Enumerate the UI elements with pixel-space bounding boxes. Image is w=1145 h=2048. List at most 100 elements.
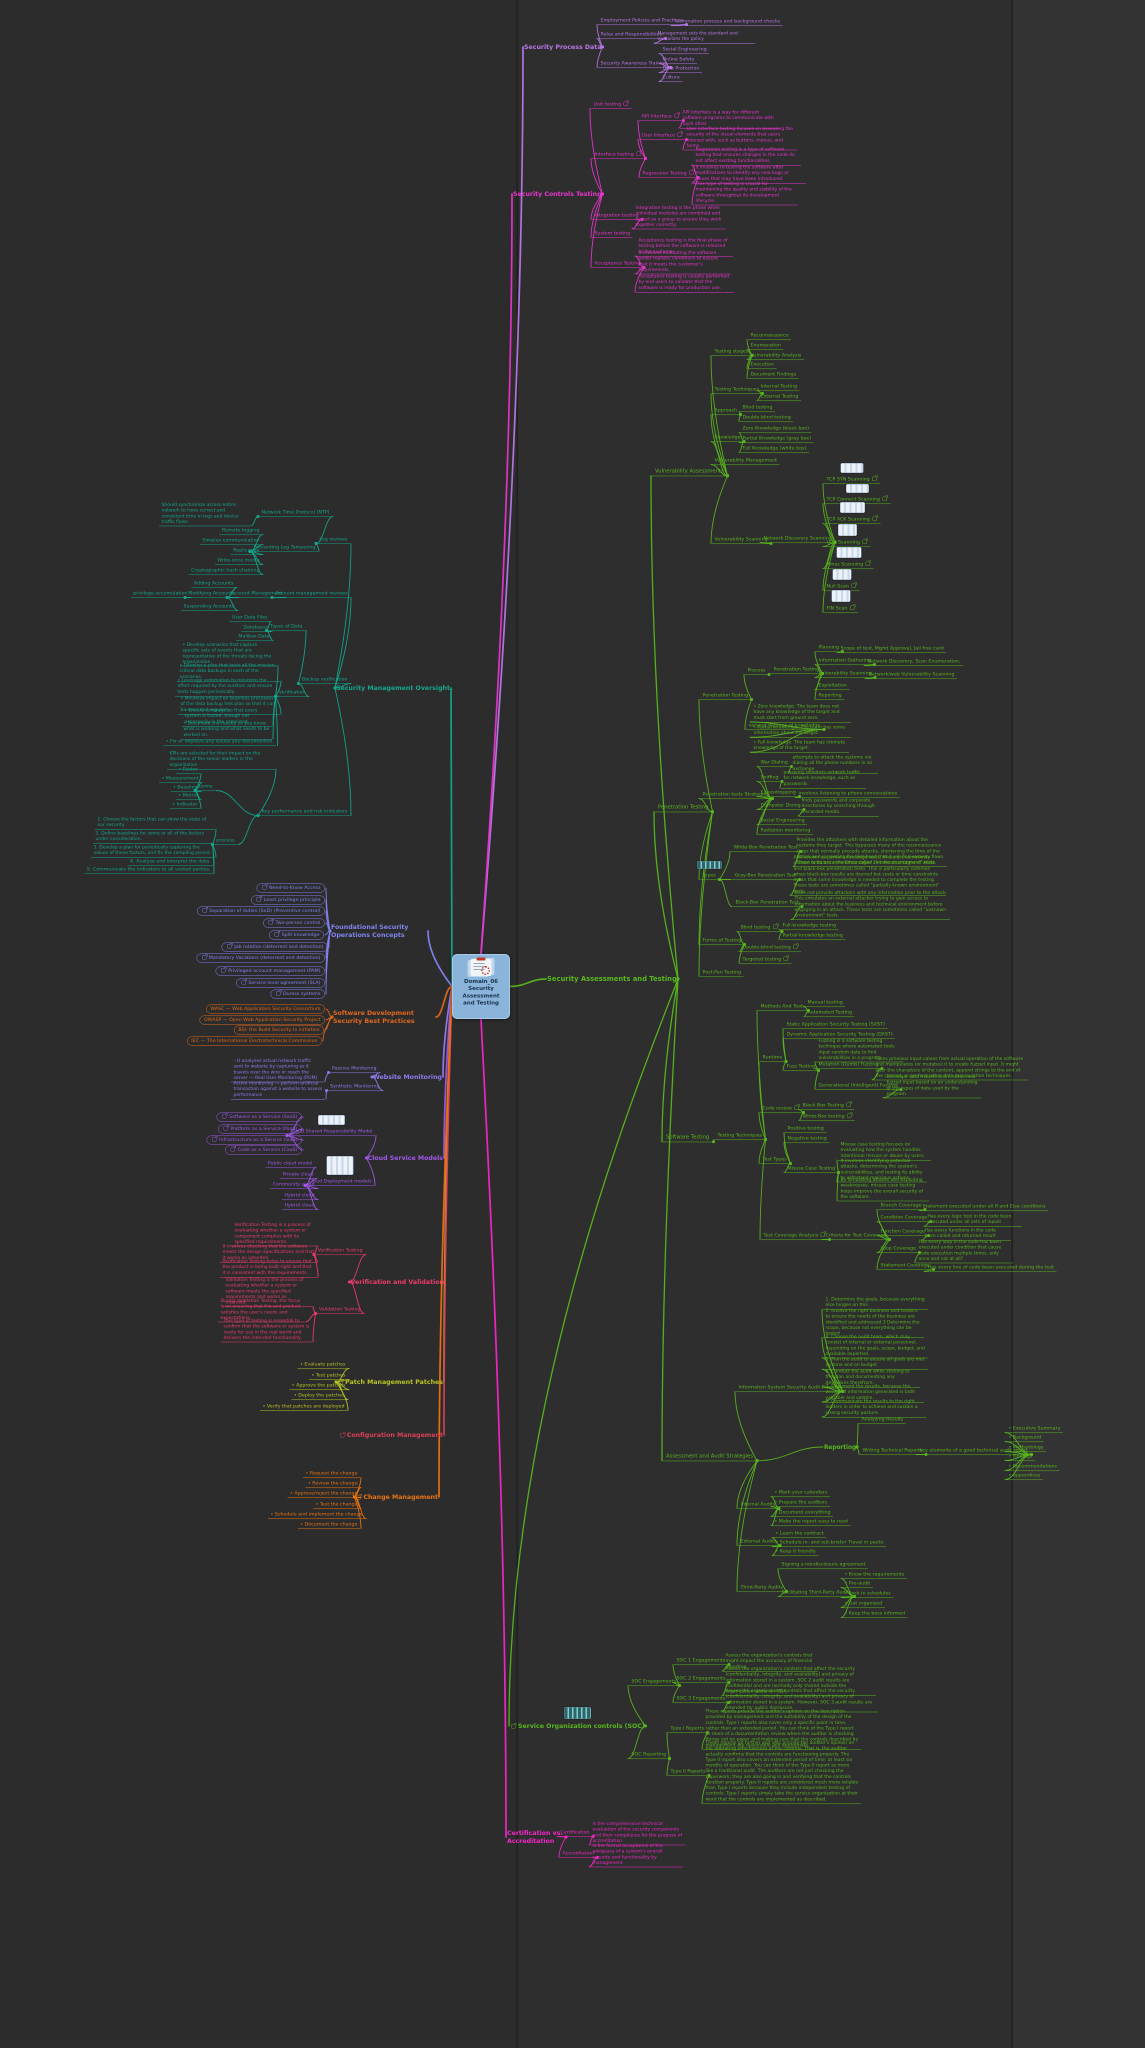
map-node[interactable]: Acceptance testing is usually performed … [636, 274, 734, 293]
map-node[interactable]: Account management reviews [272, 590, 350, 598]
map-node[interactable]: Facilitating Third-Party Audits [779, 1589, 854, 1597]
link-icon[interactable] [689, 169, 695, 176]
map-node[interactable]: Testing stages [712, 348, 751, 356]
link-icon[interactable] [274, 931, 281, 937]
map-node[interactable]: • Executive Summary [1006, 1425, 1063, 1433]
map-node[interactable]: Vulnerability Management [712, 457, 780, 465]
map-node[interactable]: Radiation monitoring [758, 827, 813, 835]
map-node[interactable]: • Develop scenarios that capture specifi… [180, 642, 277, 667]
link-icon[interactable] [230, 1146, 237, 1152]
link-icon[interactable] [674, 112, 680, 119]
link-icon[interactable] [275, 990, 282, 996]
map-node[interactable]: is the comprehensive technical evaluatio… [590, 1821, 685, 1846]
map-node[interactable]: Loop Coverage [878, 1245, 919, 1253]
map-node[interactable]: These reports provide the auditor's opin… [703, 1708, 861, 1750]
map-node[interactable]: Acceptance testing is the final phase of… [636, 238, 733, 257]
branch-label-security-management-oversight[interactable]: Security Management Oversight [335, 684, 450, 692]
map-node[interactable]: Signing a nondisclosure agreement [779, 1561, 869, 1569]
map-node[interactable]: • Metric [175, 792, 200, 800]
map-node[interactable]: Misuse Case Testing [785, 1165, 838, 1173]
map-node[interactable]: is the formal acceptance of the adequacy… [590, 1843, 683, 1868]
map-node[interactable]: KPIs are selected for their impact on th… [167, 751, 275, 770]
map-node[interactable]: Types of Data [267, 623, 305, 631]
map-node[interactable]: UDP Scanning [824, 538, 871, 547]
map-node[interactable]: Knowledge [712, 434, 744, 442]
map-node[interactable]: 3. Develop a plan for periodically captu… [91, 844, 215, 858]
map-node[interactable]: • Test the change [313, 1501, 360, 1509]
map-node[interactable]: Adding Accounts [191, 580, 236, 588]
map-node[interactable]: Platform as a Service (PaaS) [217, 1124, 302, 1134]
map-node[interactable]: Information Gathering [816, 657, 874, 665]
map-node[interactable]: Double-blind testing [740, 414, 794, 422]
map-node[interactable]: Has every functions in the code been cal… [922, 1227, 1011, 1241]
link-icon[interactable] [793, 943, 799, 950]
map-node[interactable]: Cloud Deployment models [306, 1178, 374, 1186]
link-icon[interactable] [677, 131, 684, 138]
link-icon[interactable] [256, 896, 263, 902]
map-node[interactable]: Network Discovery Scanning [761, 535, 835, 543]
map-node[interactable]: Certification [558, 1829, 592, 1837]
map-node[interactable]: • Pre-audit [842, 1580, 873, 1588]
branch-label-verification-and-validation[interactable]: Verification and Validation [350, 1278, 444, 1286]
map-node[interactable]: Validation Testing is the process of eva… [223, 1277, 312, 1308]
subtopic[interactable]: Software Testing [663, 1134, 713, 1143]
map-node[interactable]: Penetration tests Strategies [700, 791, 772, 799]
map-node[interactable]: Simplex communication [199, 537, 262, 545]
map-node[interactable]: Vulnerability Scanning [816, 670, 875, 678]
map-node[interactable]: • Measurement [159, 775, 201, 783]
link-icon[interactable] [851, 582, 857, 589]
map-node[interactable]: • Zero knowledge: The team does not have… [751, 704, 851, 723]
link-icon[interactable] [241, 979, 247, 985]
map-node[interactable]: Blind testing [738, 923, 781, 932]
map-node[interactable]: Service level agreement (SLA) [235, 978, 325, 988]
branch-label-security-process-data[interactable]: Security Process Data [524, 43, 602, 51]
link-icon[interactable] [221, 967, 227, 973]
map-node[interactable]: OWASP — Open Web Application Security Pr… [199, 1015, 325, 1025]
map-node[interactable]: Planning [816, 644, 842, 652]
map-node[interactable]: Unit testing [591, 100, 632, 109]
map-node[interactable]: Has every logic test in the code been ex… [925, 1213, 1022, 1227]
map-node[interactable]: Xmas Scanning [824, 560, 874, 569]
map-node[interactable]: Employment Policies and Practices [598, 17, 686, 25]
map-node[interactable]: BSI- the Build Security In initiative [233, 1025, 324, 1035]
map-node[interactable]: • Recommendations [1006, 1463, 1060, 1471]
map-node[interactable]: Assess the organization's controls that … [723, 1666, 876, 1697]
link-icon[interactable] [222, 1113, 228, 1119]
map-node[interactable]: Branch Coverage [878, 1202, 925, 1210]
map-node[interactable]: 5. Communicate the indicators to all ves… [84, 866, 213, 874]
map-node[interactable]: Partial Knowledge (gray box) [740, 435, 814, 443]
map-node[interactable]: Hybrid cloud [281, 1192, 317, 1200]
map-node[interactable]: Validation Testing [316, 1306, 363, 1314]
map-node[interactable]: • Fix or improve any issues you document… [163, 738, 276, 746]
map-node[interactable]: Active monitoring — perform artificial t… [231, 1081, 325, 1100]
map-node[interactable]: WASC — Web Application Security Consorti… [205, 1004, 325, 1014]
map-node[interactable]: Vulnerability Scanning [712, 536, 771, 544]
map-node[interactable]: varying degrees of knowledge [746, 722, 823, 730]
map-node[interactable]: Verification Testing is a process of eva… [232, 1222, 317, 1247]
branch-label-website-monitoring[interactable]: Website Monitoring [372, 1073, 442, 1081]
map-node[interactable]: Public cloud model [265, 1160, 315, 1168]
map-node[interactable]: Preventing Log Tampering [251, 544, 318, 552]
map-node[interactable]: Log reviews [316, 536, 350, 544]
map-node[interactable]: Exploitation [816, 682, 850, 690]
map-node[interactable]: Methods And Tools [758, 1003, 808, 1011]
map-node[interactable]: Acceptance Testing [592, 260, 643, 268]
map-node[interactable]: Has every line of code been executed dur… [925, 1264, 1057, 1272]
map-node[interactable]: Also known as partial knowledge tests, t… [791, 854, 946, 896]
map-node[interactable]: • Document the change [297, 1521, 360, 1529]
map-node[interactable]: TCP SYN Scanning [824, 475, 881, 484]
subtopic[interactable]: Penetration Testing [655, 804, 712, 813]
map-node[interactable]: Enumeration [748, 342, 784, 350]
map-node[interactable]: privilege accumulation [130, 590, 190, 598]
link-icon[interactable] [865, 560, 872, 567]
map-node[interactable]: Takes previous input values from actual … [873, 1056, 1028, 1081]
link-icon[interactable] [849, 604, 856, 611]
branch-label-certification-vs-accreditation[interactable]: Certification vs. Accreditation [507, 1829, 563, 1845]
map-node[interactable]: Verification Testing [315, 1247, 365, 1255]
branch-label-patch-management-patches[interactable]: Patch Management Patches [337, 1378, 443, 1386]
map-node[interactable]: Type I Reports [668, 1725, 707, 1733]
map-node[interactable]: Forms of Testing [700, 937, 744, 945]
map-node[interactable]: Misuse case testing focuses on evaluatin… [838, 1142, 931, 1161]
link-icon[interactable] [201, 954, 208, 960]
map-node[interactable]: Reporting [816, 692, 845, 700]
